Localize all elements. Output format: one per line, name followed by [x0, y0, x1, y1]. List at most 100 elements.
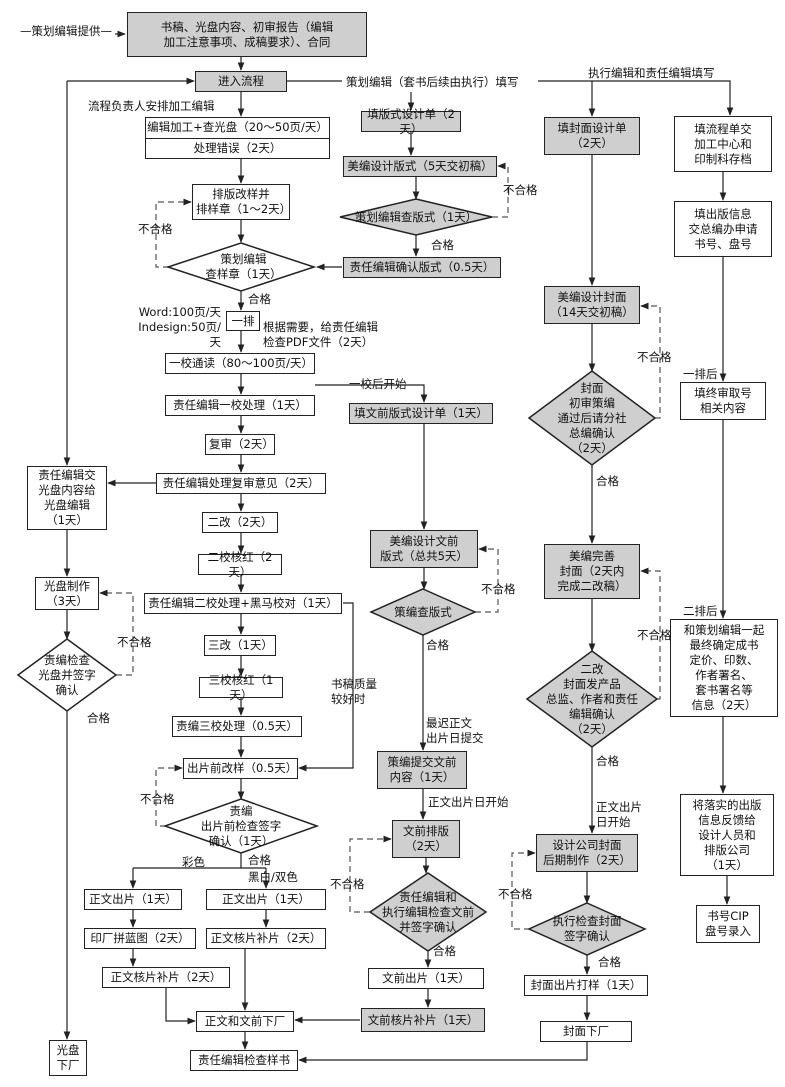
cover-refine-box[interactable]: 美编完善 封面（2天内 完成二改稿） [544, 544, 640, 599]
fail-label-sample: 不合格 [138, 222, 173, 236]
fail-label-layout: 不合格 [503, 183, 538, 197]
after-first-typeset-label: 一排后 [683, 367, 718, 381]
cd-handover-box[interactable]: 责任编辑交 光盘内容给 光盘编辑 （1天） [27, 466, 107, 530]
cover-factory-box[interactable]: 封面下厂 [540, 1021, 632, 1042]
front-check-diamond[interactable] [368, 872, 488, 952]
connector-line [475, 545, 499, 613]
front-film-box[interactable]: 文前出片（1天） [368, 968, 484, 989]
resp-recheck-box[interactable]: 责任编辑处理复审意见（2天） [156, 473, 326, 494]
materials-box[interactable]: 书稿、光盘内容、初审报告（编辑 加工注意事项、成稿要求）、合同 [127, 12, 367, 57]
to-factory-box[interactable]: 正文和文前下厂 [196, 1011, 294, 1032]
plan-check-layout-diamond[interactable] [339, 198, 493, 236]
film-bw-box[interactable]: 正文出片（1天） [206, 889, 326, 910]
resp-confirm-layout-box[interactable]: 责任编辑确认版式（0.5天） [343, 257, 501, 278]
connector-line [99, 589, 134, 676]
fail-label-cover-exec: 不合格 [498, 887, 533, 901]
connector-line [298, 602, 354, 772]
connector-line [165, 988, 196, 1025]
cover-approve-diamond[interactable] [527, 370, 657, 466]
plan-provide-label: —策划编辑提供— [20, 24, 112, 38]
plan-submit-front-box[interactable]: 策编提交文前 内容（1天） [377, 751, 467, 789]
quality-label: 书稿质量 较好时 [331, 677, 377, 706]
exec-fill-label: 执行编辑和责任编辑填写 [588, 66, 715, 80]
pub-info-box[interactable]: 填出版信息 交总编办申请 书号、盘号 [674, 201, 772, 257]
art-layout-box[interactable]: 美编设计版式（5天交初稿） [343, 156, 497, 177]
front-check-film-box[interactable]: 文前核片补片（1天） [361, 1008, 485, 1032]
second-revision-box[interactable]: 二改（2天） [202, 512, 278, 533]
final-check-box[interactable]: 责任编辑检查样书 [190, 1050, 298, 1071]
fail-label-front-check: 不合格 [330, 877, 365, 891]
isbn-box[interactable]: 书号CIP 盘号录入 [696, 905, 760, 943]
fail-label-prefilm: 不合格 [140, 792, 175, 806]
enter-process-box[interactable]: 进入流程 [195, 71, 287, 92]
layout-form-box[interactable]: 填版式设计单（2天） [361, 107, 461, 136]
final-review-box[interactable]: 填终审取号 相关内容 [680, 382, 766, 420]
cover-approve2-diamond[interactable] [525, 650, 659, 748]
first-typeset-box[interactable]: 一排 [226, 311, 260, 331]
cover-company-box[interactable]: 设计公司封面 后期制作（2天） [536, 834, 638, 872]
check-sample-diamond[interactable] [165, 242, 317, 292]
arrange-label: 流程负责人安排加工编辑 [88, 99, 215, 113]
third-proof-box[interactable]: 三校核红（1天） [199, 673, 283, 702]
pass-label-sample: 合格 [248, 292, 271, 306]
plan-fill-label: 策划编辑（套书后续由执行）填写 [346, 75, 519, 89]
pass-label-prefilm: 合格 [248, 853, 271, 867]
connector-line [315, 384, 428, 403]
connector-line [155, 198, 192, 268]
resp-second-box[interactable]: 责任编辑二校处理+黑马校对（1天） [144, 593, 342, 614]
resp-first-box[interactable]: 责任编辑一校处理（1天） [165, 395, 315, 416]
connector-line [538, 80, 734, 116]
bw-label: 黑白/双色 [248, 870, 298, 884]
blueprint-box[interactable]: 印厂拼蓝图（2天） [84, 928, 196, 949]
art-cover-box[interactable]: 美编设计封面 （14天交初稿） [544, 286, 640, 324]
body-film-start-label-2: 正文出片 日开始 [596, 800, 642, 829]
handle-errors-label: 处理错误（2天） [146, 137, 329, 159]
fail-label-cd: 不合格 [117, 635, 152, 649]
check-bw-box[interactable]: 正文核片补片（2天） [206, 928, 326, 949]
third-revision-box[interactable]: 三改（1天） [204, 635, 276, 656]
edit-process-box[interactable]: 编辑加工+查光盘（20～50页/天） 处理错误（2天） [145, 117, 330, 159]
typeset-box[interactable]: 排版改样并 排样章（1～2天） [192, 184, 291, 220]
pass-label-front-check: 合格 [433, 944, 456, 958]
edit-process-label: 编辑加工+查光盘（20～50页/天） [147, 120, 328, 135]
art-front-box[interactable]: 美编设计文前 版式（总共5天） [370, 530, 478, 568]
pass-label-layout: 合格 [431, 238, 454, 252]
connector-line [155, 764, 183, 827]
body-film-start-label: 正文出片日开始 [428, 795, 509, 809]
first-read-box[interactable]: 一校通读（80～100页/天） [165, 353, 315, 374]
pass-label-cover2: 合格 [596, 754, 619, 768]
cover-exec-check-diamond[interactable] [527, 902, 647, 956]
plan-check-front-diamond[interactable] [369, 588, 477, 636]
connector-line [349, 835, 392, 913]
front-form-box[interactable]: 填文前版式设计单（1天） [349, 403, 493, 424]
fail-label-cover2: 不合格 [637, 628, 672, 642]
cover-film-box[interactable]: 封面出片打样（1天） [524, 975, 648, 996]
cd-make-box[interactable]: 光盘制作 （3天） [35, 577, 99, 610]
recheck-box[interactable]: 复审（2天） [205, 434, 275, 455]
pass-label-cd: 合格 [87, 711, 110, 725]
pre-film-check-diamond[interactable] [162, 798, 320, 854]
connector-line [640, 302, 661, 419]
latest-submit-label: 最迟正文 出片日提交 [426, 716, 484, 745]
front-typeset-box[interactable]: 文前排版 （2天） [392, 820, 460, 858]
flow-form-box[interactable]: 填流程单交 加工中心和 印制科存档 [674, 116, 772, 172]
connector-line [492, 162, 509, 218]
connector-line [298, 1042, 588, 1064]
connector-line [511, 849, 536, 930]
resp-third-box[interactable]: 责编三校处理（0.5天） [172, 716, 302, 737]
cd-check-diamond[interactable] [16, 638, 118, 712]
fail-label-cover: 不合格 [637, 350, 672, 364]
check-color-box[interactable]: 正文核片补片（2天） [102, 967, 230, 988]
feedback-box[interactable]: 将落实的出版 信息反馈给 设计人员和 排版公司 （1天） [680, 794, 774, 876]
pass-label-cover-exec: 合格 [598, 955, 621, 969]
pass-label-front: 合格 [426, 638, 449, 652]
pricing-box[interactable]: 和策划编辑一起 最终确定成书 定价、印数、 作者署名、 套书署名等 信息（2天） [670, 619, 778, 717]
cover-form-box[interactable]: 填封面设计单 （2天） [544, 117, 640, 155]
second-proof-box[interactable]: 二校核红（2天） [198, 550, 282, 579]
fail-label-front: 不合格 [481, 582, 516, 596]
cd-factory-box[interactable]: 光盘 下厂 [49, 1040, 87, 1076]
connector-line [640, 567, 661, 700]
pre-film-box[interactable]: 出片前改样（0.5天） [183, 758, 298, 779]
film-color-box[interactable]: 正文出片（1天） [84, 889, 182, 910]
